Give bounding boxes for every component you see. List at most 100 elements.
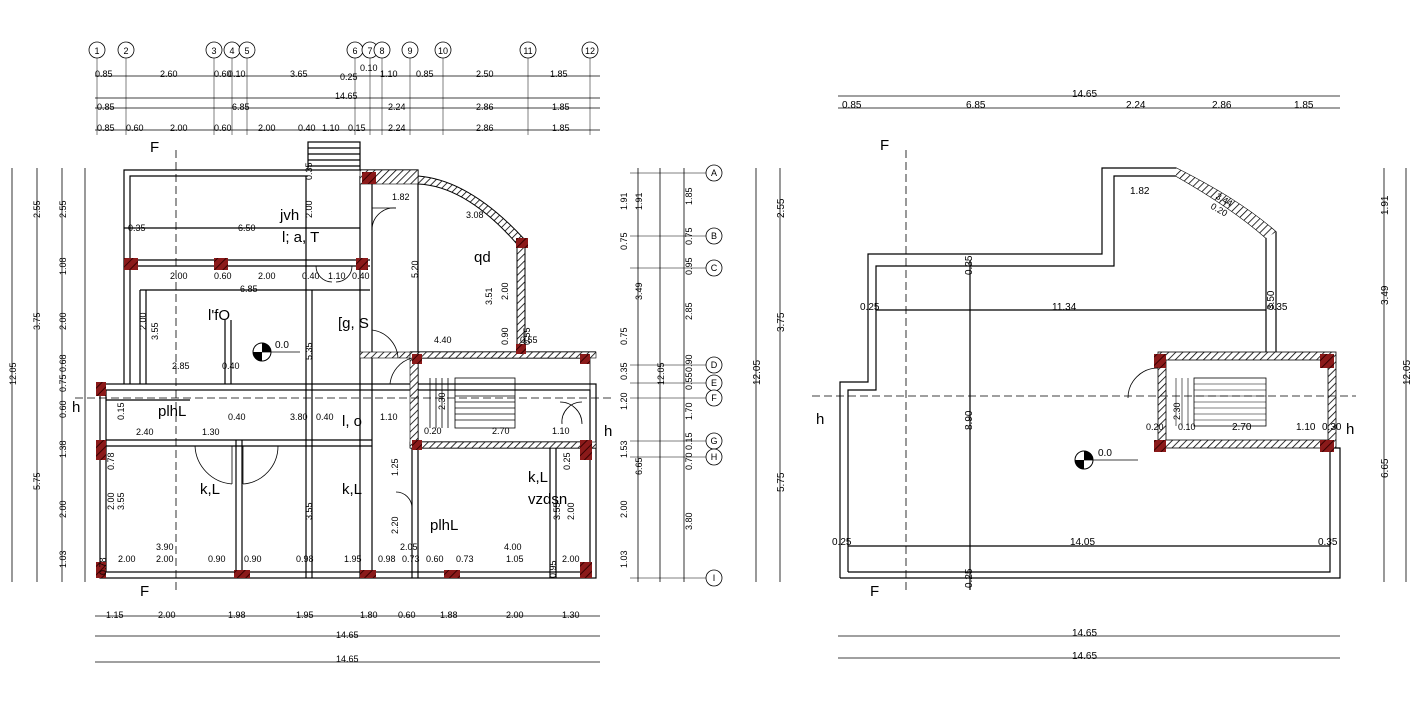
inner-dim-38: 2.05 (400, 542, 418, 552)
dim-bottom-total1: 14.65 (336, 630, 359, 640)
r-dim-left-2: 5.75 (776, 472, 787, 492)
section-h-left: h (72, 399, 80, 416)
dim-top-total: 14.65 (335, 91, 358, 101)
inner-dim-52: 0.95 (548, 560, 558, 578)
grid-bubble-11: 11 (519, 41, 537, 135)
columns (96, 172, 592, 578)
r-dim-top-total: 14.65 (1072, 89, 1097, 100)
inner-dim-17: 0.40 (222, 361, 240, 371)
r-inner-4: 0.25 (860, 302, 880, 313)
r-inner-0: 1.82 (1130, 186, 1150, 197)
dim-left-inner-8: 1.03 (58, 550, 68, 568)
dim-left-inner-6: 1.38 (58, 440, 68, 458)
grid-bubble-label: F (711, 393, 717, 403)
dim-top-3-5: 0.40 (298, 123, 316, 133)
grid-bubble-I: I (630, 569, 723, 587)
grid-bubble-12: 12 (581, 41, 599, 135)
dim-left-outer-0: 2.55 (32, 200, 42, 218)
dim-top-1-4: 3.65 (290, 69, 308, 79)
r-inner-3: 0.35 (964, 255, 975, 275)
grid-bubble-label: 10 (438, 46, 448, 56)
r-inner-13: 1.10 (1296, 422, 1316, 433)
dim-bottom-4: 1.80 (360, 610, 378, 620)
section-lines (75, 150, 612, 590)
r-inner-15: 0.25 (832, 537, 852, 548)
r-inner-17: 0.35 (1318, 537, 1338, 548)
right-bottom-dimension-lines (838, 635, 1340, 659)
r-inner-11: 0.10 (1178, 422, 1196, 432)
dim-right-inner1-7: 1.03 (619, 550, 629, 568)
grid-bubble-label: 9 (407, 46, 412, 56)
grid-bubble-C: C (630, 259, 723, 277)
dim-bottom-8: 1.30 (562, 610, 580, 620)
dim-bottom-6: 1.88 (440, 610, 458, 620)
grid-bubble-label: I (713, 573, 716, 583)
r-inner-10: 0.20 (1146, 422, 1164, 432)
dim-top-3-0: 0.85 (97, 123, 115, 133)
inner-dim-6: 0.35 (304, 162, 314, 180)
grid-bubble-label: 6 (352, 46, 357, 56)
doors (194, 207, 583, 509)
r-inner-7: 0.35 (1268, 302, 1288, 313)
inner-dim-8: 0.60 (214, 271, 232, 281)
dim-left-inner-4: 0.75 (58, 374, 68, 392)
inner-dim-22: 0.90 (500, 327, 510, 345)
r-inner-18: 0.25 (964, 568, 975, 588)
dim-top-1-2: 0.60 (214, 69, 232, 79)
grid-bubble-label: B (711, 231, 717, 241)
inner-dim-13: 6.85 (240, 284, 258, 294)
room-label-11: plhL (430, 517, 458, 534)
r-dim-top-4: 1.85 (1294, 100, 1314, 111)
dim-left-outer-2: 5.75 (32, 472, 42, 490)
grid-bubble-label: 5 (244, 46, 249, 56)
dim-top-1-7: 1.10 (380, 69, 398, 79)
inner-dim-43: 0.90 (244, 554, 262, 564)
curved-bay-wall (417, 175, 526, 353)
r-level-marker (1074, 450, 1138, 470)
dim-top-3-8: 2.24 (388, 123, 406, 133)
r-inner-12: 2.70 (1232, 422, 1252, 433)
r-inner-14: 0.30 (1322, 422, 1342, 433)
inner-dim-54: 0.78 (106, 452, 116, 470)
inner-dim-31: 1.10 (552, 426, 570, 436)
inner-dim-53: 0.25 (562, 452, 572, 470)
dim-top-2-4: 1.85 (552, 102, 570, 112)
dim-right-b-3: 2.85 (684, 302, 694, 320)
inner-dim-4: 2.00 (304, 200, 314, 218)
roof-curve-hatch (1176, 168, 1276, 238)
dim-right-b-8: 0.70 (684, 452, 694, 470)
dim-right-a-2: 6.65 (634, 457, 644, 475)
inner-dim-44: 0.98 (296, 554, 314, 564)
r-dim-top-1: 6.85 (966, 100, 986, 111)
inner-dim-51: 2.00 (562, 554, 580, 564)
inner-dim-35: 3.55 (304, 502, 314, 520)
room-label-6: l, o (342, 413, 362, 430)
r-dim-right-1: 3.49 (1380, 285, 1391, 305)
dim-top-3-9: 2.86 (476, 123, 494, 133)
dim-top-3-4: 2.00 (258, 123, 276, 133)
dim-top-3-2: 2.00 (170, 123, 188, 133)
dim-left-outer-1: 3.75 (32, 312, 42, 330)
dim-right-inner1-0: 1.91 (619, 192, 629, 210)
inner-dim-29: 2.30 (437, 392, 447, 410)
dim-right-b-4: 0.90 (684, 354, 694, 372)
r-inner-16: 14.05 (1070, 537, 1095, 548)
grid-bubble-label: A (711, 168, 717, 178)
inner-dim-10: 0.40 (302, 271, 320, 281)
grid-bubble-label: 11 (523, 46, 532, 56)
grid-bubble-label: 3 (211, 46, 216, 56)
r-level-label: 0.0 (1098, 448, 1112, 459)
grid-bubble-label: 12 (585, 46, 595, 56)
top-dimension-lines (95, 75, 600, 131)
dim-right-inner1-2: 0.75 (619, 327, 629, 345)
walls (99, 141, 597, 579)
inner-dim-57: 0.20 (424, 426, 442, 436)
section-h-right: h (604, 423, 612, 440)
room-label-4: [g, S (338, 315, 369, 332)
dim-right-b-9: 3.80 (684, 512, 694, 530)
level-label: 0.0 (275, 340, 289, 351)
inner-dim-21: 2.00 (500, 282, 510, 300)
